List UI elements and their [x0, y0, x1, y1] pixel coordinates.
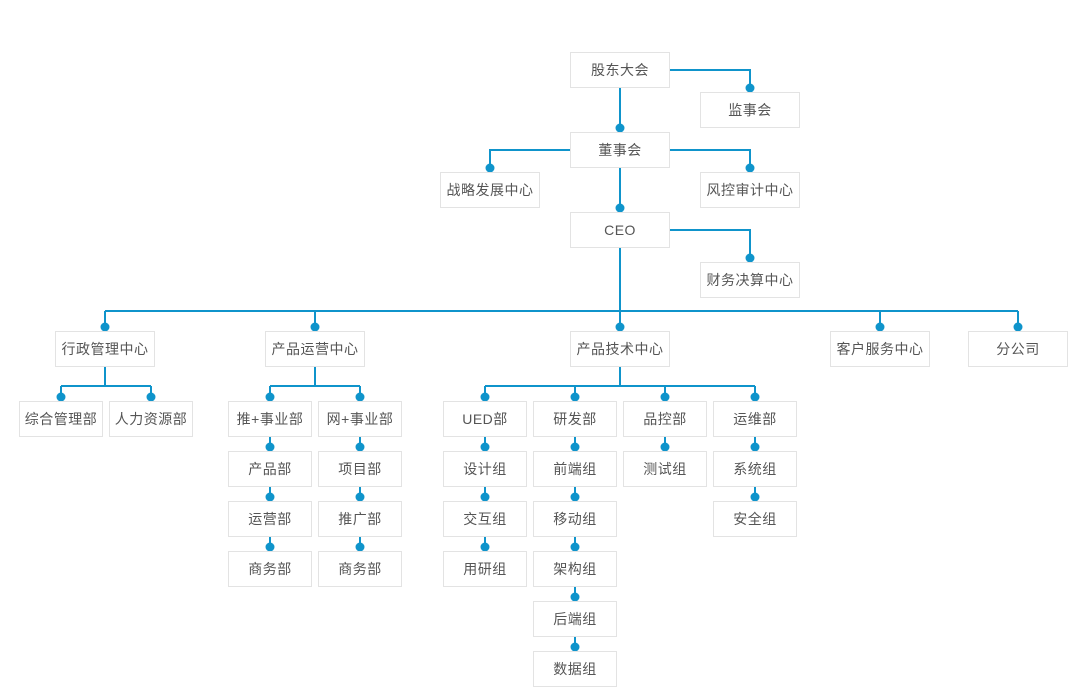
org-node-security-team: 安全组 — [713, 501, 797, 537]
org-node-project-dept: 项目部 — [318, 451, 402, 487]
org-node-admin-center: 行政管理中心 — [55, 331, 155, 367]
edge-ceo-finance — [670, 229, 751, 256]
edge-board-risk — [670, 149, 751, 166]
edge-shareholders-supervisory — [670, 69, 751, 86]
org-node-backend-team: 后端组 — [533, 601, 617, 637]
org-node-board-of-directors: 董事会 — [570, 132, 670, 168]
edge-board-strategy — [489, 149, 570, 166]
org-node-rd-dept: 研发部 — [533, 401, 617, 437]
org-node-finance-center: 财务决算中心 — [700, 262, 800, 298]
org-node-supervisory-board: 监事会 — [700, 92, 800, 128]
edge-ceo-trunk — [104, 248, 1019, 325]
org-node-tui-division: 推+事业部 — [228, 401, 312, 437]
org-node-architecture-team: 架构组 — [533, 551, 617, 587]
org-node-product-ops-center: 产品运营中心 — [265, 331, 365, 367]
org-node-hr-dept: 人力资源部 — [109, 401, 193, 437]
org-node-mobile-team: 移动组 — [533, 501, 617, 537]
org-node-om-dept: 运维部 — [713, 401, 797, 437]
org-node-product-tech-center: 产品技术中心 — [570, 331, 670, 367]
org-node-product-dept: 产品部 — [228, 451, 312, 487]
org-node-business-dept-1: 商务部 — [228, 551, 312, 587]
org-node-ceo: CEO — [570, 212, 670, 248]
edge-ops-children — [269, 367, 361, 395]
org-node-ued-dept: UED部 — [443, 401, 527, 437]
org-node-qc-dept: 品控部 — [623, 401, 707, 437]
org-node-customer-service-center: 客户服务中心 — [830, 331, 930, 367]
connector-dots — [56, 83, 1023, 652]
org-node-interaction-team: 交互组 — [443, 501, 527, 537]
org-node-operations-dept: 运营部 — [228, 501, 312, 537]
org-node-general-mgmt-dept: 综合管理部 — [19, 401, 103, 437]
edge-admin-children — [60, 367, 152, 395]
org-node-user-research-team: 用研组 — [443, 551, 527, 587]
org-node-business-dept-2: 商务部 — [318, 551, 402, 587]
org-node-system-team: 系统组 — [713, 451, 797, 487]
org-node-branch-company: 分公司 — [968, 331, 1068, 367]
org-node-data-team: 数据组 — [533, 651, 617, 687]
org-node-strategy-center: 战略发展中心 — [440, 172, 540, 208]
org-node-wang-division: 网+事业部 — [318, 401, 402, 437]
org-node-design-team: 设计组 — [443, 451, 527, 487]
org-node-testing-team: 测试组 — [623, 451, 707, 487]
org-node-shareholders-meeting: 股东大会 — [570, 52, 670, 88]
org-node-frontend-team: 前端组 — [533, 451, 617, 487]
org-node-promotion-dept: 推广部 — [318, 501, 402, 537]
org-node-risk-audit-center: 风控审计中心 — [700, 172, 800, 208]
edge-tech-children — [484, 367, 756, 395]
